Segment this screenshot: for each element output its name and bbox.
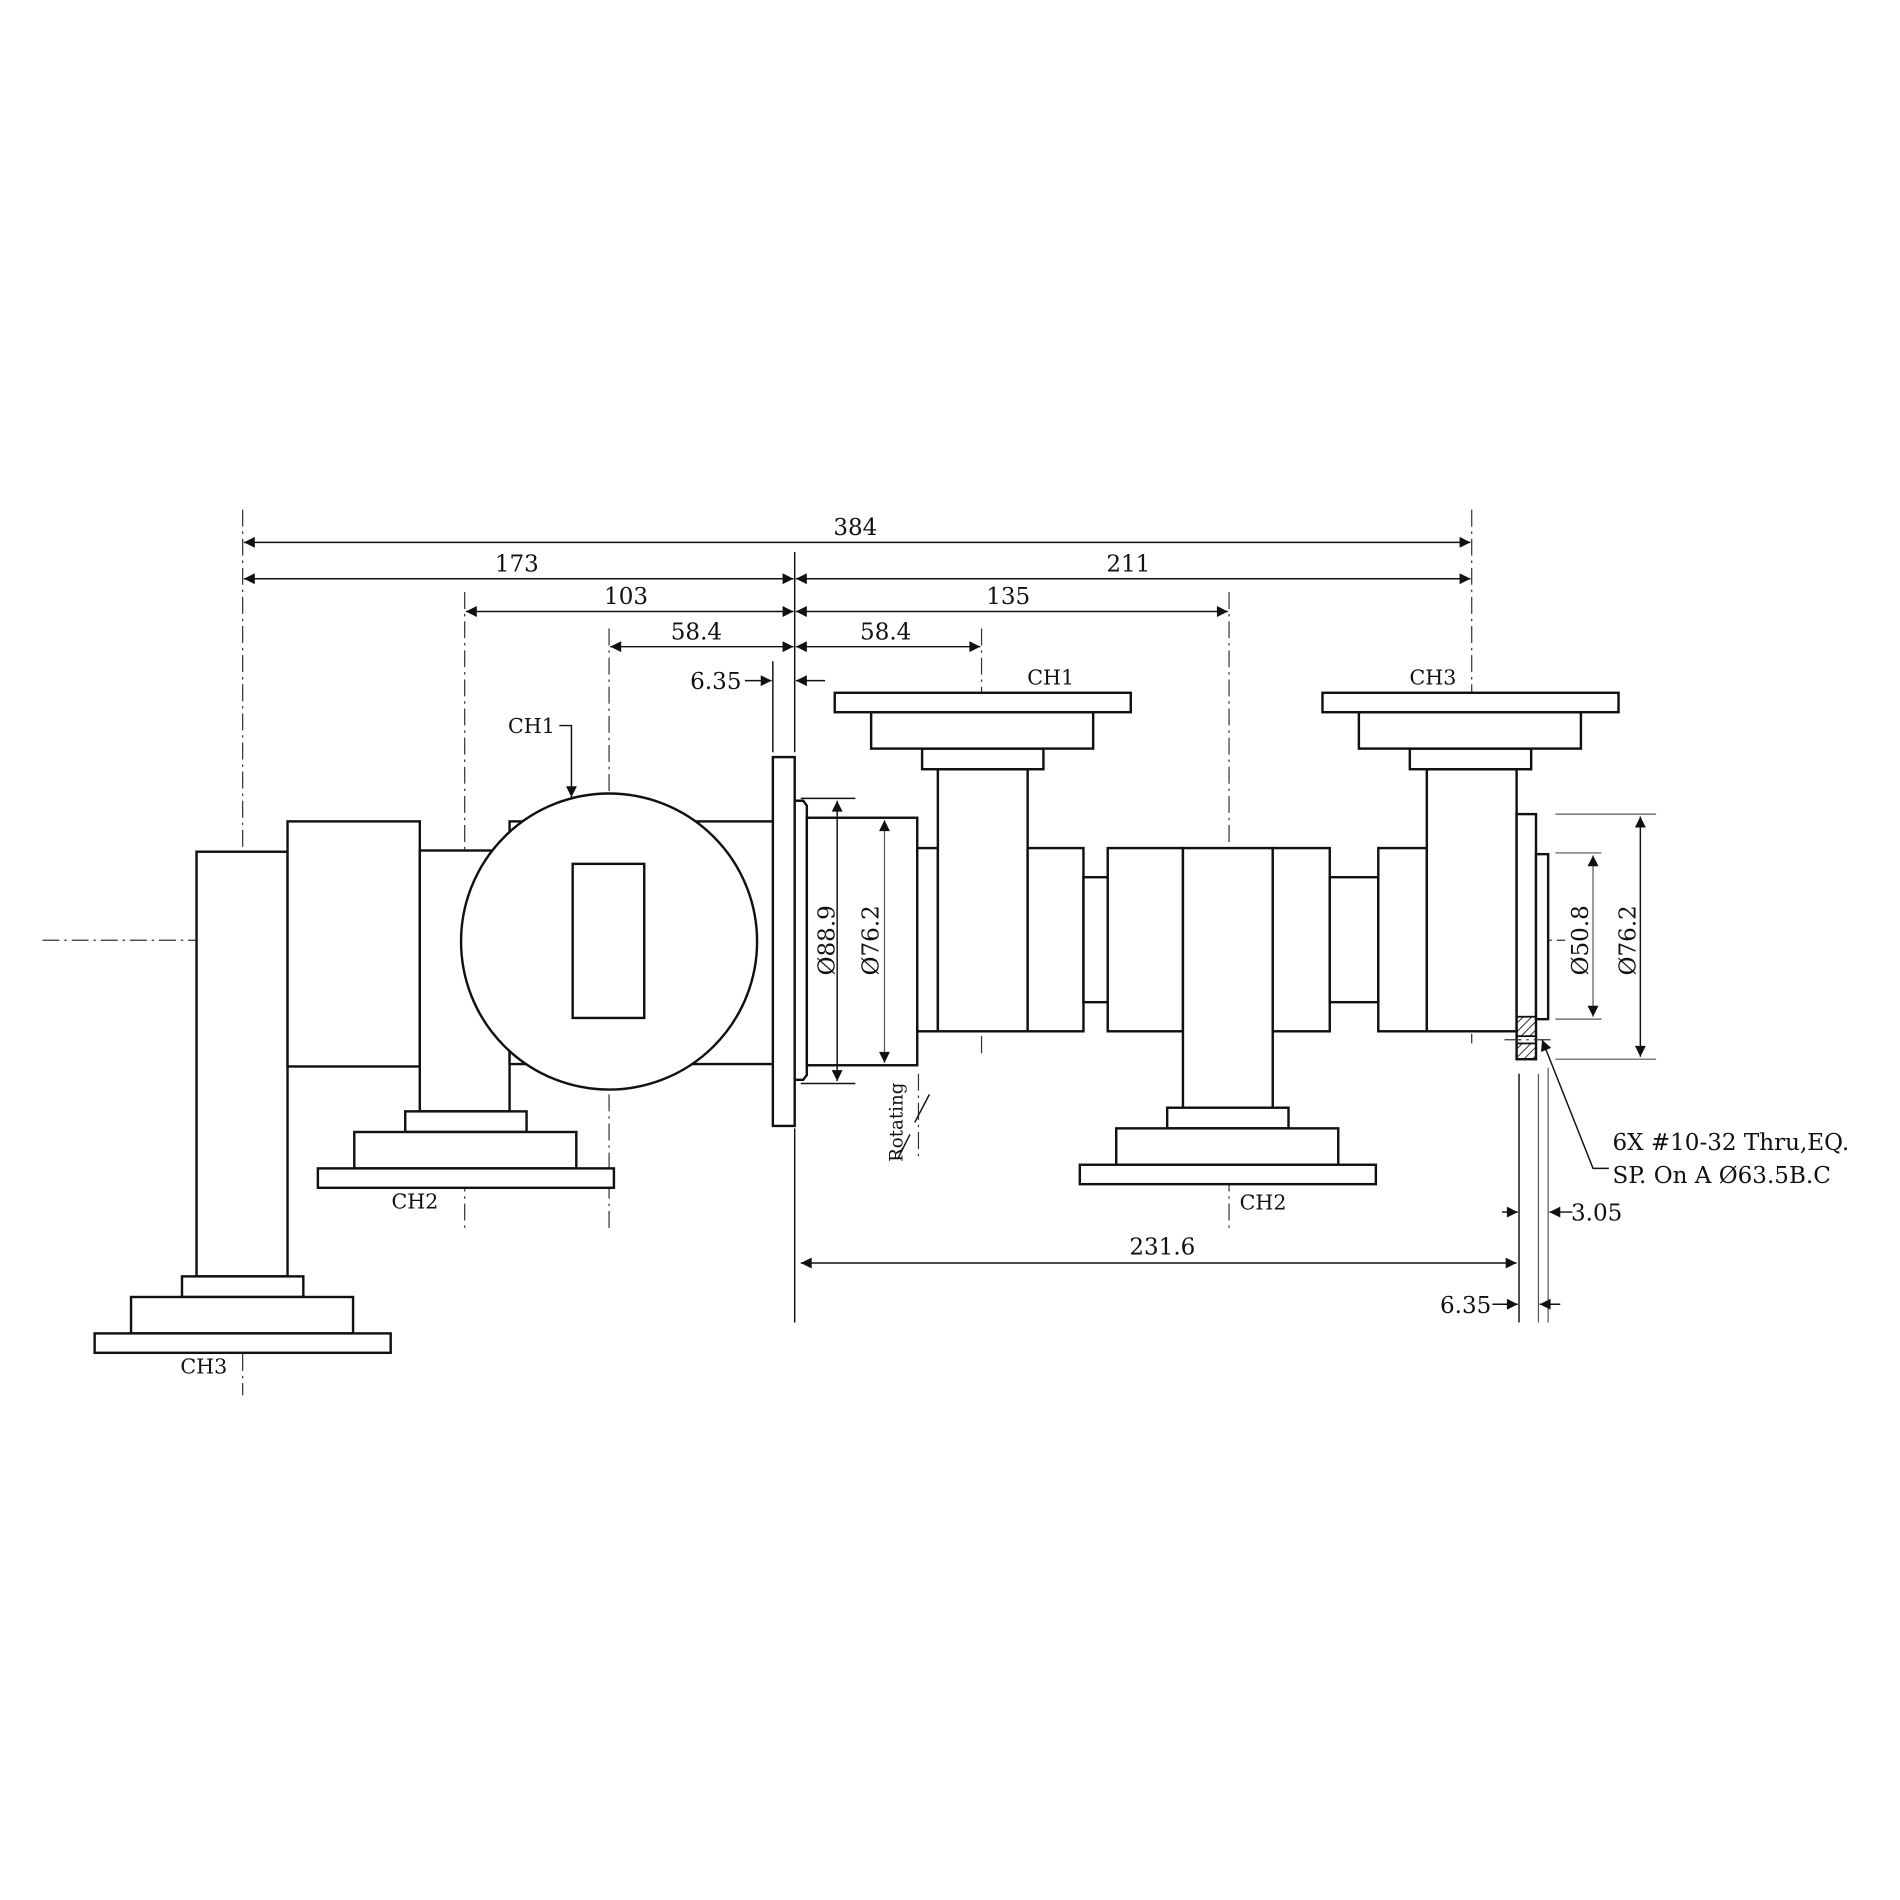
- note-mounting-holes-line2: SP. On A Ø63.5B.C: [1612, 1163, 1830, 1189]
- right-ch1-arm: [833, 691, 1132, 1033]
- dim-dia-50-8: Ø50.8: [1568, 905, 1594, 975]
- dim-103: 103: [604, 584, 648, 610]
- rotor-neck: [916, 846, 940, 1033]
- label-ch3-left: CH3: [180, 1354, 227, 1378]
- end-pilot: [1534, 852, 1550, 1021]
- dim-173: 173: [495, 551, 539, 577]
- extension-lines: [772, 552, 1657, 1323]
- hatch-section-lower: [1515, 1042, 1537, 1061]
- dimension-lines: [243, 536, 1646, 1310]
- label-ch2-left: CH2: [392, 1189, 439, 1213]
- right-neck-2: [1328, 875, 1380, 1004]
- label-ch2-bottom: CH2: [1240, 1191, 1287, 1215]
- dim-dia-76-2-left: Ø76.2: [858, 905, 884, 975]
- dim-231-6: 231.6: [1129, 1235, 1195, 1261]
- hatch-section-upper: [1515, 1015, 1537, 1038]
- label-ch1-left: CH1: [508, 714, 555, 738]
- dim-dia-76-2-right: Ø76.2: [1616, 905, 1642, 975]
- dim-58-4-right: 58.4: [860, 619, 911, 645]
- flange-lip: [793, 799, 809, 1082]
- dim-211: 211: [1106, 551, 1150, 577]
- right-block-1: [1026, 846, 1085, 1033]
- ch1-waveguide-port: [571, 862, 646, 1020]
- right-neck-1: [1082, 875, 1109, 1004]
- right-ch2-arm: [1078, 846, 1378, 1186]
- dim-135: 135: [986, 584, 1030, 610]
- right-block-2: [1106, 846, 1185, 1033]
- left-housing-block: [286, 820, 422, 1068]
- dim-6-35-end: 6.35: [1440, 1293, 1491, 1319]
- dim-6-35-flange: 6.35: [690, 669, 741, 695]
- dim-58-4-left: 58.4: [671, 619, 722, 645]
- right-block-3: [1271, 846, 1331, 1033]
- label-ch3-top: CH3: [1409, 665, 1456, 689]
- rotor-drum: [805, 816, 919, 1067]
- dim-dia-88-9: Ø88.9: [815, 905, 841, 975]
- label-rotating: Rotating: [887, 1082, 908, 1162]
- right-ch3-arm: [1321, 691, 1620, 1033]
- dim-3-05: 3.05: [1571, 1201, 1622, 1227]
- right-block-4: [1377, 846, 1429, 1033]
- note-mounting-holes-line1: 6X #10-32 Thru,EQ.: [1612, 1130, 1849, 1156]
- dim-384: 384: [833, 515, 877, 541]
- label-ch1-top: CH1: [1027, 665, 1074, 689]
- main-flange: [771, 755, 796, 1128]
